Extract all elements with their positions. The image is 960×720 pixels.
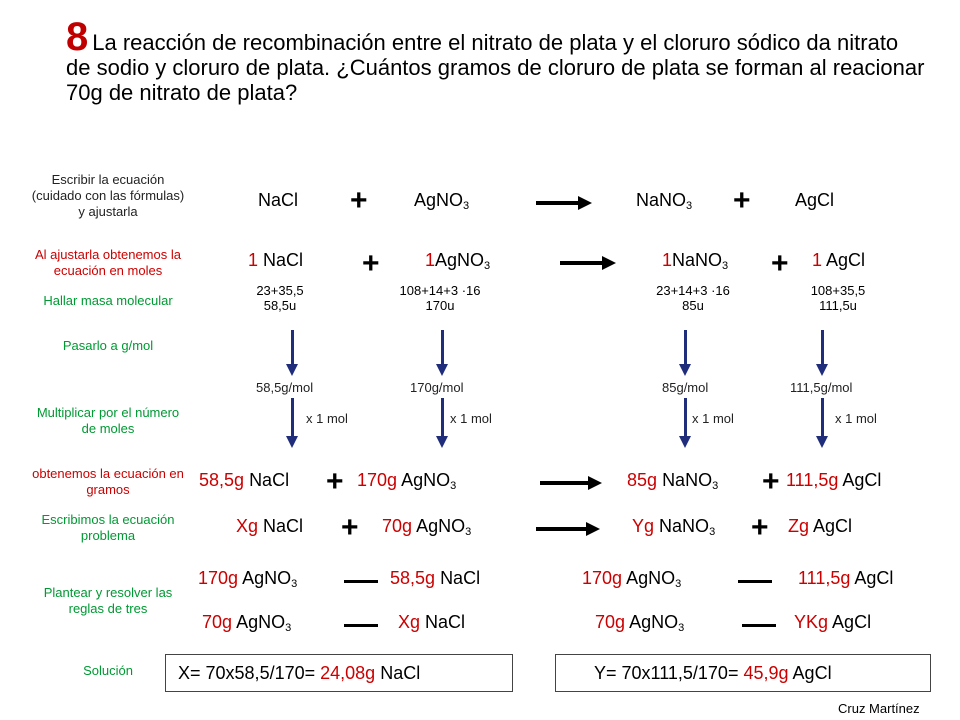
p-agno3: 70g AgNO3 [382, 516, 472, 538]
p-reaction-arrow [536, 522, 600, 536]
rr2-right: YKg AgCl [794, 612, 872, 632]
rr1-left: 170g AgNO3 [582, 568, 682, 590]
p-agcl: Zg AgCl [788, 516, 853, 536]
r2-agcl: 1 AgCl [812, 250, 866, 270]
gmol-nano3: 85g/mol [662, 380, 709, 395]
solution-right: Y= 70x111,5/170= 45,9g AgCl [594, 663, 832, 683]
problem-number: 8 [66, 15, 89, 59]
r1-nano3: NaNO3 [636, 190, 693, 212]
step-write-equation: Escribir la ecuación (cuidado con las fó… [31, 172, 185, 219]
down-arrow-agno3-2 [436, 398, 448, 448]
step-problem-equation: Escribimos la ecuación problema [41, 512, 175, 543]
g-reaction-arrow [540, 476, 602, 490]
g-plus-1: + [326, 465, 344, 498]
r2-nano3: 1NaNO3 [662, 250, 729, 272]
r1-agcl: AgCl [795, 190, 835, 210]
r2-agno3: 1AgNO3 [425, 250, 491, 272]
rl1-dash [344, 580, 378, 583]
step-multiply: Multiplicar por el número de moles [36, 405, 180, 436]
p-plus-1: + [341, 511, 359, 544]
g-nano3: 85g NaNO3 [627, 470, 719, 492]
rr2-dash [742, 624, 776, 627]
down-arrow-nano3 [679, 330, 691, 376]
times-mol-agno3: x 1 mol [450, 411, 492, 426]
g-agcl: 111,5g AgCl [786, 470, 882, 490]
r2-plus-1: + [362, 247, 380, 280]
rl2-left: 70g AgNO3 [202, 612, 292, 634]
r2-reaction-arrow [560, 256, 616, 270]
times-mol-nano3: x 1 mol [692, 411, 734, 426]
step-moles: Al ajustarla obtenemos la ecuación en mo… [35, 247, 181, 278]
r2-nacl: 1 NaCl [248, 250, 304, 270]
rl2-dash [344, 624, 378, 627]
r1-reaction-arrow [536, 196, 592, 210]
gmol-nacl: 58,5g/mol [256, 380, 314, 395]
down-arrow-agno3 [436, 330, 448, 376]
r1-agno3: AgNO3 [414, 190, 470, 212]
rr2-left: 70g AgNO3 [595, 612, 685, 634]
r1-nacl: NaCl [258, 190, 299, 210]
gmol-agno3: 170g/mol [410, 380, 464, 395]
g-agno3: 170g AgNO3 [357, 470, 457, 492]
r2-plus-2: + [771, 247, 789, 280]
times-mol-agcl: x 1 mol [835, 411, 877, 426]
down-arrow-nacl [286, 330, 298, 376]
r1-plus-2: + [733, 184, 751, 217]
step-solution: Solución [83, 663, 133, 678]
rr1-right: 111,5g AgCl [798, 568, 894, 588]
step-grams: obtenemos la ecuación en gramos [32, 466, 184, 497]
times-mol-nacl: x 1 mol [306, 411, 348, 426]
step-rule-of-three: Plantear y resolver las reglas de tres [43, 585, 173, 616]
rl2-right: Xg NaCl [398, 612, 466, 632]
g-nacl: 58,5g NaCl [199, 470, 290, 490]
p-nacl: Xg NaCl [236, 516, 304, 536]
rr1-dash [738, 580, 772, 583]
problem-text: La reacción de recombinación entre el ni… [66, 30, 925, 105]
down-arrow-agcl-2 [816, 398, 828, 448]
rl1-right: 58,5g NaCl [390, 568, 481, 588]
g-plus-2: + [762, 465, 780, 498]
author: Cruz Martínez [838, 701, 920, 716]
solution-left: X= 70x58,5/170= 24,08g NaCl [178, 663, 421, 683]
p-plus-2: + [751, 511, 769, 544]
down-arrow-nano3-2 [679, 398, 691, 448]
rl1-left: 170g AgNO3 [198, 568, 298, 590]
step-molecular-mass: Hallar masa molecular [43, 293, 173, 308]
r1-plus-1: + [350, 184, 368, 217]
gmol-agcl: 111,5g/mol [790, 380, 853, 395]
solution-box-right [555, 654, 931, 692]
down-arrow-nacl-2 [286, 398, 298, 448]
step-gmol: Pasarlo a g/mol [62, 338, 154, 353]
down-arrow-agcl [816, 330, 828, 376]
p-nano3: Yg NaNO3 [632, 516, 716, 538]
solution-box-left [165, 654, 513, 692]
